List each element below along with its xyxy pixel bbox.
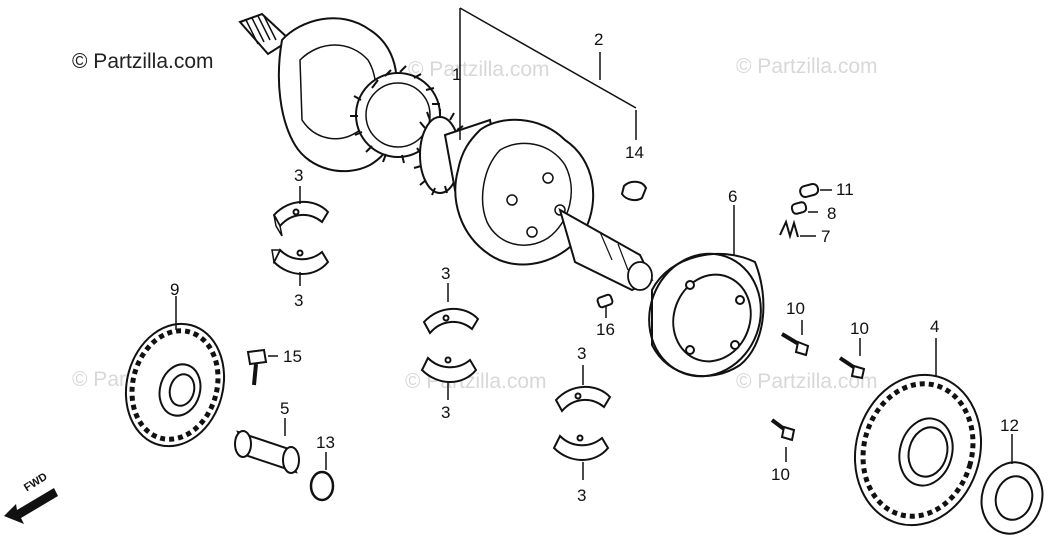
callout-number: 7 <box>821 227 831 246</box>
bearing-shell-pair <box>420 307 480 383</box>
callout-number: 8 <box>827 204 837 223</box>
o-ring <box>309 470 335 502</box>
bearing-shell-pair <box>271 200 330 275</box>
spring-cap <box>790 201 808 215</box>
forward-arrow-icon <box>4 488 58 524</box>
callout-number: 3 <box>294 166 304 185</box>
callout-number: 1 <box>452 65 462 84</box>
callout-number: 10 <box>786 299 805 318</box>
callout-number: 6 <box>728 187 738 206</box>
callout-number: 3 <box>577 344 587 363</box>
leader-lines <box>175 7 1013 480</box>
callout-number: 2 <box>594 30 604 49</box>
watermark-faded: © Partzilla.com <box>736 370 878 393</box>
idler-shaft <box>234 430 300 474</box>
callout-number: 3 <box>577 486 587 505</box>
watermark-faded: © Partzilla.com <box>736 55 878 78</box>
watermark-main: © Partzilla.com <box>72 50 214 73</box>
starter-driven-gear <box>853 373 983 527</box>
callout-number: 16 <box>596 320 615 339</box>
callout-number: 5 <box>280 399 290 418</box>
bolt <box>780 332 810 357</box>
watermark-faded: © Partzilla.com <box>408 58 550 81</box>
callout-number: 14 <box>625 143 644 162</box>
clutch-roller <box>799 182 820 199</box>
callout-number: 3 <box>441 403 451 422</box>
spring <box>779 219 799 240</box>
oil-seal <box>980 461 1044 535</box>
callout-number: 13 <box>316 433 335 452</box>
callout-number: 10 <box>771 465 790 484</box>
bolt <box>838 356 866 380</box>
callout-number: 3 <box>441 264 451 283</box>
dowel-pin <box>596 293 614 309</box>
woodruff-key <box>620 180 648 202</box>
callout-number: 4 <box>930 317 940 336</box>
callout-number: 9 <box>170 280 180 299</box>
bearing-shell-pair <box>552 385 612 461</box>
callout-number: 3 <box>294 291 304 310</box>
callout-number: 10 <box>850 319 869 338</box>
idler-gear <box>124 322 226 448</box>
bolt <box>770 418 796 442</box>
bolt <box>246 348 268 386</box>
crankshaft <box>238 12 654 292</box>
starter-clutch-housing <box>648 252 765 378</box>
callout-number: 15 <box>283 347 302 366</box>
callout-number: 11 <box>836 180 854 199</box>
callout-number: 12 <box>1000 416 1019 435</box>
